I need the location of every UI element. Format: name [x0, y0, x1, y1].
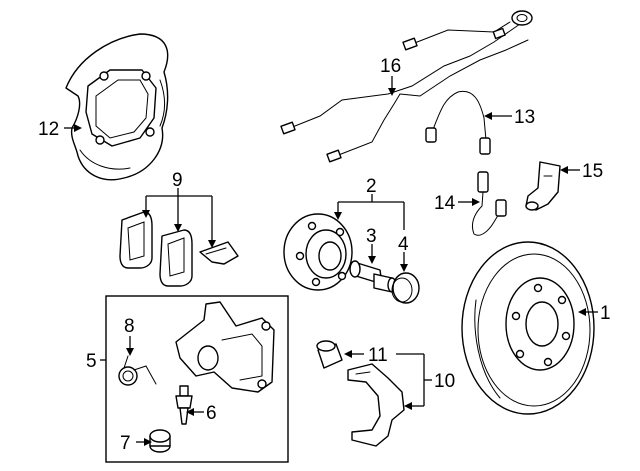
callout-14: 14 — [434, 193, 456, 214]
callout-labels: 1 2 3 4 5 6 7 8 9 10 11 12 13 14 15 16 — [38, 56, 611, 454]
callout-10: 10 — [434, 371, 455, 392]
guide-sleeve — [316, 340, 343, 369]
leader-lines — [64, 76, 598, 446]
speed-sensor — [525, 161, 561, 211]
callout-2: 2 — [366, 176, 377, 197]
abs-sensor-cable — [425, 90, 491, 155]
callout-6: 6 — [206, 403, 217, 424]
caliper-body — [175, 301, 275, 393]
callout-5: 5 — [86, 351, 97, 372]
wiring-harness — [280, 10, 533, 163]
hub-bolt — [349, 260, 397, 293]
bleeder-cap — [149, 429, 171, 453]
dust-shield — [65, 33, 169, 181]
callout-9: 9 — [172, 170, 183, 191]
callout-11: 11 — [368, 345, 388, 366]
callout-7: 7 — [120, 433, 131, 454]
callout-4: 4 — [398, 234, 409, 255]
callout-16: 16 — [380, 56, 401, 77]
callout-15: 15 — [582, 161, 603, 182]
caliper-assembly-box — [105, 295, 289, 463]
dust-cap — [391, 272, 420, 304]
brake-pads — [119, 211, 239, 287]
wheel-hub — [283, 213, 353, 291]
caliper-bracket — [347, 363, 405, 447]
bleeder-screw — [175, 385, 193, 425]
callout-1: 1 — [600, 303, 611, 324]
callout-13: 13 — [514, 107, 535, 128]
brake-rotor — [461, 241, 595, 415]
callout-12: 12 — [38, 119, 59, 140]
abs-sensor-wire — [471, 171, 507, 236]
callout-8: 8 — [124, 316, 135, 337]
callout-3: 3 — [366, 226, 377, 247]
caliper-spring — [118, 355, 157, 386]
